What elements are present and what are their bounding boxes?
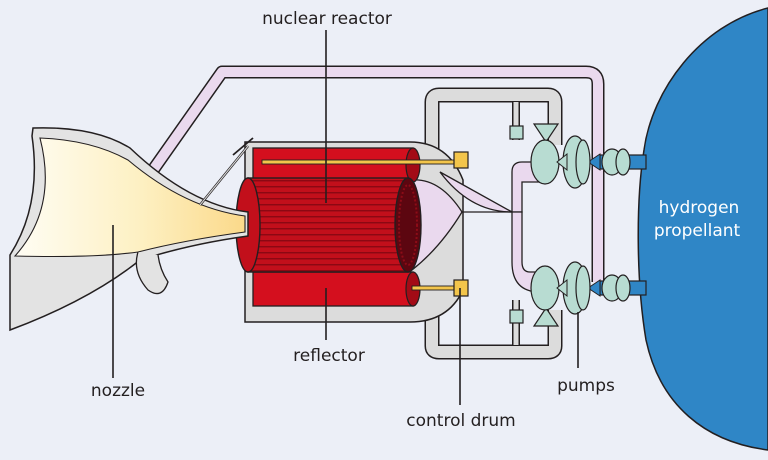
bleed-pipe — [147, 65, 605, 282]
nozzle-shape — [9, 127, 254, 332]
label-hydrogen: hydrogen — [659, 198, 740, 218]
label-nozzle: nozzle — [91, 381, 145, 401]
label-nuclear-reactor: nuclear reactor — [262, 9, 392, 29]
valve-top — [509, 123, 560, 144]
control-drum-bottom — [411, 279, 469, 297]
label-pumps: pumps — [557, 376, 615, 396]
control-drum-top — [261, 151, 469, 169]
label-reflector: reflector — [293, 346, 365, 366]
reactor-core — [235, 177, 422, 273]
hydrogen-tank — [637, 7, 768, 451]
label-control-drum: control drum — [406, 411, 515, 431]
pump-bottom — [530, 261, 647, 315]
pump-top — [530, 135, 647, 189]
label-propellant: propellant — [654, 221, 741, 241]
valve-bottom — [509, 306, 560, 327]
